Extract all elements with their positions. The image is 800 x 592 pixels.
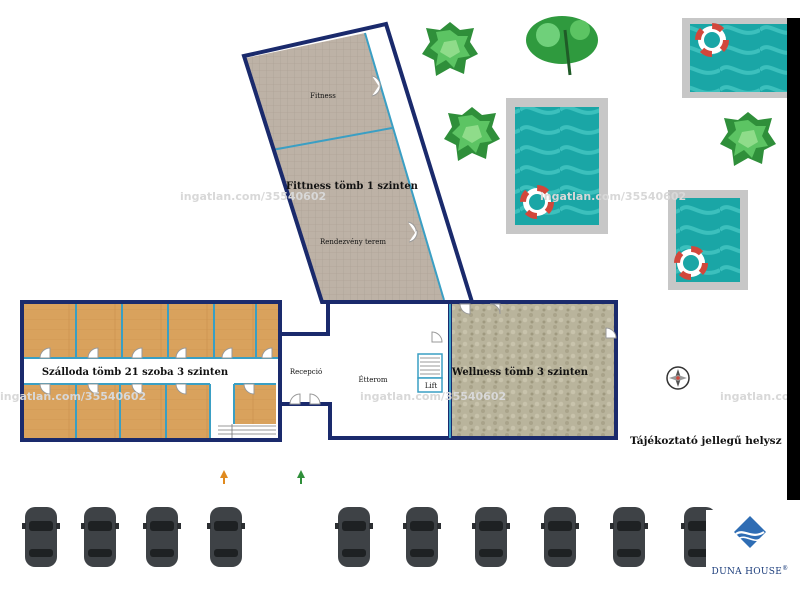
compass-icon — [666, 366, 690, 390]
watermark: ingatlan.com/35540602 — [0, 390, 146, 403]
parking-row — [22, 507, 719, 567]
watermark: ingatlan.com/35540602 — [180, 190, 326, 203]
entrance-arrow-icon — [297, 470, 305, 484]
reception-area: Recepció Étterom Lift — [280, 300, 452, 440]
tree-icon — [720, 112, 776, 166]
car-icon — [143, 507, 181, 567]
watermark: ingatlan.com/35540602 — [720, 390, 800, 403]
car-icon — [610, 507, 648, 567]
right-edge-strip — [787, 18, 800, 500]
hotel-block-label: Szálloda tömb 21 szoba 3 szinten — [42, 367, 229, 378]
wellness-block: Wellness tömb 3 szinten — [448, 300, 618, 440]
tree-icon — [526, 16, 598, 76]
fitness-room-label: Fitness — [310, 92, 336, 100]
tree-icon — [444, 107, 500, 161]
pool-right — [668, 190, 748, 290]
duna-house-logo: DUNA HOUSE® — [706, 510, 794, 588]
disclaimer-text: Tájékoztató jellegű helysz — [630, 434, 782, 447]
lift-label: Lift — [425, 382, 437, 390]
car-icon — [403, 507, 441, 567]
duna-house-logo-text: DUNA HOUSE® — [711, 565, 789, 577]
wellness-block-label: Wellness tömb 3 szinten — [451, 367, 589, 378]
watermark: ingatlan.com/35540602 — [540, 190, 686, 203]
car-icon — [335, 507, 373, 567]
pool-center — [506, 98, 608, 234]
car-icon — [541, 507, 579, 567]
reception-label: Recepció — [290, 368, 322, 376]
car-icon — [472, 507, 510, 567]
entrance-arrow-icon — [220, 470, 228, 484]
pool-ring-icon — [677, 249, 705, 277]
fitness-block-label: Fittness tömb 1 szinten — [286, 181, 419, 192]
tree-icon — [422, 22, 478, 76]
hotel-block: Szálloda tömb 21 szoba 3 szinten — [20, 300, 282, 442]
restaurant-label: Étterom — [358, 375, 387, 384]
car-icon — [81, 507, 119, 567]
pool-top-right — [682, 18, 788, 98]
duna-house-logo-icon — [734, 516, 766, 548]
car-icon — [207, 507, 245, 567]
pool-ring-icon — [698, 26, 726, 54]
car-icon — [22, 507, 60, 567]
watermark: ingatlan.com/35540602 — [360, 390, 506, 403]
event-room-label: Rendezvény terem — [320, 238, 386, 246]
